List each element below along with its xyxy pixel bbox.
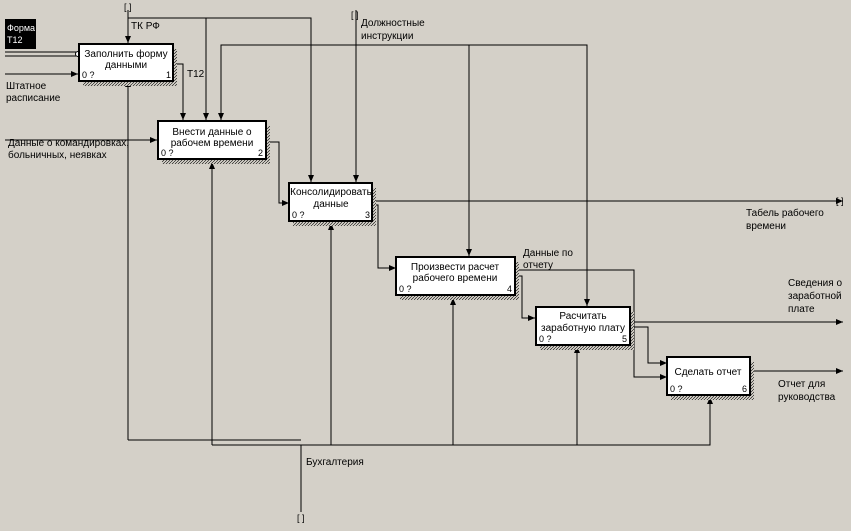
label-otchet-1: Отчет для (778, 379, 825, 390)
label-tabel-1: Табель рабочего (746, 207, 824, 219)
box-3-number: 3 (365, 210, 370, 220)
label-tkrf: ТК РФ (131, 21, 160, 32)
label-svedenia-1: Сведения о (788, 278, 842, 289)
label-tabel-2: времени (746, 221, 786, 232)
label-otchet-dannye-2: отчету (523, 260, 553, 271)
label-dolzh-1: Должностные (361, 18, 425, 29)
label-dannye-2: больничных, неявках (8, 149, 107, 161)
form-tag-line1: Форма (7, 23, 35, 33)
box-1-cost: 0 ? (82, 70, 95, 80)
box-3-cost: 0 ? (292, 210, 305, 220)
box-1-number: 1 (166, 70, 171, 80)
label-dolzh-2: инструкции (361, 31, 413, 42)
box-3-line-2: данные (313, 199, 349, 210)
tunnel-tkrf: [ ] (124, 2, 132, 12)
label-shtat-2: расписание (6, 93, 61, 104)
box-6-cost: 0 ? (670, 384, 683, 394)
tunnel-dolzh: [ ] (351, 10, 359, 20)
tunnel-tabel: [ ] (836, 196, 844, 206)
box-5-line-1: Расчитать (559, 311, 606, 322)
activity-box-6[interactable]: Сделать отчет 0 ? 6 (666, 356, 754, 400)
box-1-line-1: Заполнить форму (84, 48, 167, 60)
activity-box-5[interactable]: Расчитать заработную плату 0 ? 5 (535, 306, 634, 350)
label-svedenia-3: плате (788, 304, 815, 315)
label-otchet-2: руководства (778, 392, 836, 403)
label-t12: Т12 (187, 69, 205, 80)
box-4-cost: 0 ? (399, 284, 412, 294)
box-4-line-2: рабочего времени (413, 272, 498, 284)
arrows (5, 10, 843, 512)
label-dannye-1: Данные о командировках, (8, 138, 129, 149)
box-2-line-1: Внести данные о (172, 127, 252, 138)
box-6-number: 6 (742, 384, 747, 394)
box-5-cost: 0 ? (539, 334, 552, 344)
activity-box-4[interactable]: Произвести расчет рабочего времени 0 ? 4 (395, 256, 519, 300)
box-5-number: 5 (622, 334, 627, 344)
label-shtat-1: Штатное (6, 81, 47, 92)
activity-box-1[interactable]: Заполнить форму данными 0 ? 1 (78, 43, 177, 86)
label-svedenia-2: заработной (788, 290, 842, 302)
box-6-line-1: Сделать отчет (675, 367, 742, 378)
box-1-line-2: данными (105, 60, 147, 71)
box-2-line-2: рабочем времени (171, 137, 254, 149)
tunnel-buh: [ ] (297, 513, 305, 523)
box-4-number: 4 (507, 284, 512, 294)
box-3-line-1: Консолидировать (290, 187, 372, 198)
label-buh: Бухгалтерия (306, 457, 364, 468)
form-tag-line2: Т12 (7, 35, 23, 45)
form-t12-tag: Форма Т12 (5, 19, 36, 49)
box-2-number: 2 (258, 148, 263, 158)
box-4-line-1: Произвести расчет (411, 262, 500, 273)
label-otchet-dannye-1: Данные по (523, 248, 573, 259)
box-5-line-2: заработную плату (541, 322, 625, 334)
activity-box-3[interactable]: Консолидировать данные 0 ? 3 (288, 182, 376, 226)
activity-box-2[interactable]: Внести данные о рабочем времени 0 ? 2 (157, 120, 270, 164)
box-2-cost: 0 ? (161, 148, 174, 158)
